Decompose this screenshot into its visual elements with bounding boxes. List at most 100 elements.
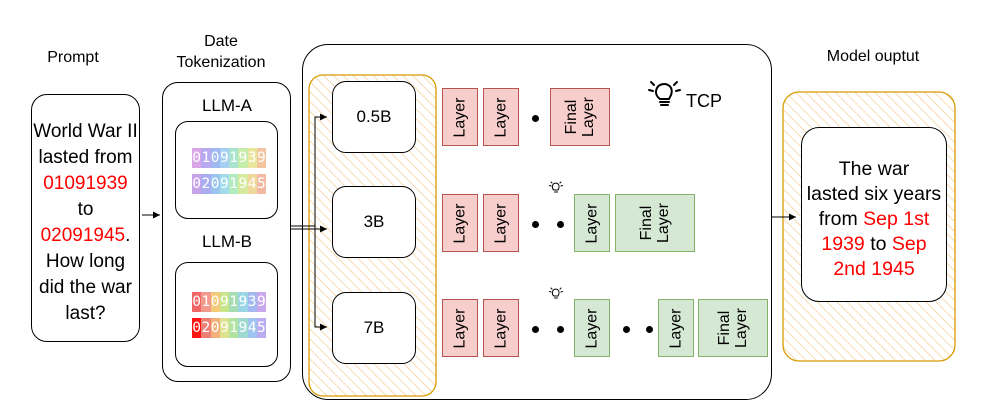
ellipsis-dot <box>532 326 539 333</box>
token-char: 3 <box>247 292 257 312</box>
output-segment: Sep 1st <box>863 208 930 230</box>
llm-b-label: LLM-B <box>201 232 253 251</box>
output-segment: The war <box>838 158 910 180</box>
output-segment: from <box>818 208 864 230</box>
prompt-box: World War II lasted from 01091939 to 020… <box>31 94 140 342</box>
prompt-header: Prompt <box>47 49 99 66</box>
token-char: 2 <box>201 174 211 194</box>
arrow-branch-top <box>314 113 327 226</box>
prompt-line: last? <box>65 303 106 324</box>
output-segment: Sep <box>891 233 927 255</box>
final-word: Final <box>716 310 733 346</box>
token-char: 5 <box>256 318 266 338</box>
token-char: 3 <box>247 148 257 168</box>
token-char: 9 <box>219 148 229 168</box>
ellipsis-dot <box>623 326 630 333</box>
prompt-period: . <box>125 225 131 246</box>
prompt-line: How long <box>45 251 126 272</box>
arrow-branch-bottom <box>314 226 327 331</box>
layer-block: Layer <box>658 299 694 357</box>
tcp-label: TCP <box>686 91 722 111</box>
prompt-date-end: 02091945 <box>40 225 126 246</box>
layer-block: Layer <box>483 194 519 252</box>
date-tokenization-header: Date Tokenization <box>158 31 284 73</box>
layer-block: Layer <box>483 88 519 146</box>
layer-block: Layer <box>574 299 610 357</box>
token-char: 9 <box>256 292 266 312</box>
token-char: 0 <box>192 318 202 338</box>
layer-label: Layer <box>451 96 469 138</box>
layer-block: Layer <box>483 299 519 357</box>
token-char: 1 <box>201 148 211 168</box>
token-char: 0 <box>210 318 220 338</box>
prompt-line: 02091945. <box>32 223 139 249</box>
small-lightbulb-icon <box>549 287 563 299</box>
layer-label: Layer <box>583 202 601 244</box>
token-char: 1 <box>229 174 239 194</box>
model-output-header: Model ouptut <box>826 48 920 65</box>
prompt-line: did the war <box>39 277 132 298</box>
layer-block: Layer <box>442 88 478 146</box>
token-char: 4 <box>247 318 257 338</box>
layer-word: Layer <box>655 202 672 244</box>
token-char: 0 <box>210 292 220 312</box>
layer-label: Layer <box>583 307 601 349</box>
token-char: 9 <box>256 148 266 168</box>
prompt-line: lasted from <box>38 147 133 168</box>
token-char: 0 <box>210 174 220 194</box>
token-char: 9 <box>238 174 248 194</box>
final-word: Final <box>638 205 655 241</box>
model-3b: 3B <box>332 186 416 258</box>
prompt-line: World War II <box>33 121 138 142</box>
layer-label: Layer <box>451 202 469 244</box>
prompt-text: World War II lasted from 01091939 to 020… <box>32 119 139 327</box>
prompt-line: to <box>77 199 94 220</box>
ellipsis-dot <box>532 221 539 228</box>
layer-label: Layer <box>667 307 685 349</box>
header-line: Date <box>204 33 238 50</box>
prompt-line: 01091939 <box>43 173 128 194</box>
layer-label: Layer <box>492 307 510 349</box>
ellipsis-dot <box>532 115 539 122</box>
output-line: from Sep 1st <box>802 207 946 232</box>
token-char: 2 <box>201 318 211 338</box>
output-line: 1939 to Sep <box>802 232 946 257</box>
token-char: 9 <box>238 292 248 312</box>
model-7b: 7B <box>332 292 416 364</box>
layer-block: Layer <box>442 299 478 357</box>
ellipsis-dot <box>557 221 564 228</box>
llm-a-label: LLM-A <box>201 96 253 115</box>
ellipsis-dot <box>557 326 564 333</box>
token-char: 9 <box>238 148 248 168</box>
output-line: lasted six years <box>802 182 946 207</box>
layer-label: Layer <box>492 96 510 138</box>
token-char: 1 <box>229 148 239 168</box>
token-char: 5 <box>256 174 266 194</box>
token-char: 4 <box>247 174 257 194</box>
token-char: 9 <box>219 318 229 338</box>
layer-label: Layer <box>492 202 510 244</box>
tcp-panel <box>302 44 772 400</box>
layer-word: Layer <box>580 96 597 138</box>
layer-label: Layer <box>451 307 469 349</box>
small-lightbulb-icon <box>549 181 563 193</box>
token-char: 1 <box>229 318 239 338</box>
output-segment: 1939 <box>821 233 865 255</box>
token-char: 9 <box>238 318 248 338</box>
header-line: Tokenization <box>176 54 266 71</box>
ellipsis-dot <box>646 326 653 333</box>
output-segment: lasted six years <box>806 183 942 205</box>
layer-block: Layer <box>442 194 478 252</box>
token-char: 0 <box>192 174 202 194</box>
token-char: 0 <box>192 148 202 168</box>
output-segment: 2nd 1945 <box>833 258 915 280</box>
